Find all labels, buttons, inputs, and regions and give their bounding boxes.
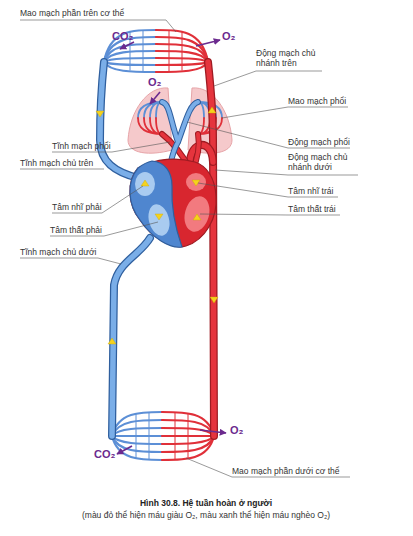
leader-line <box>198 183 338 197</box>
vessel-label: Động mạch chủ nhánh dưới <box>288 152 358 172</box>
vessel-label: Động mạch chủ nhánh trên <box>256 48 326 68</box>
flow-arrow <box>108 338 116 344</box>
flow-arrow <box>141 180 149 186</box>
heart-right-side <box>130 161 182 247</box>
flow-arrow <box>210 297 218 303</box>
capillary-mesh <box>136 413 149 459</box>
aorta-outline <box>208 62 214 436</box>
vessel-label: Tĩnh mạch phổi <box>52 141 111 151</box>
vessel-label: Tĩnh mạch chủ trên <box>20 158 93 168</box>
capillary-mesh <box>169 31 182 71</box>
capillary-vein <box>112 412 162 436</box>
gas-label: O₂ <box>222 30 235 43</box>
region-label: Mao mạch phần trên cơ thể <box>20 8 124 18</box>
vessel-label: Tĩnh mạch chủ dưới <box>20 247 96 257</box>
leader-line <box>215 170 358 175</box>
left-atrium <box>186 173 206 191</box>
capillary-vein <box>112 428 162 436</box>
vena-cava-outline <box>100 62 138 178</box>
flow-arrow <box>96 111 104 117</box>
region-label: Mao mạch phổi <box>288 96 346 106</box>
right-atrium <box>135 172 155 196</box>
heart <box>130 159 216 247</box>
chamber-label: Tâm thất phải <box>50 225 102 235</box>
gas-label: O₂ <box>148 76 161 89</box>
leader-line <box>52 186 143 213</box>
leader-line <box>186 458 350 477</box>
gas-label: CO₂ <box>94 448 115 461</box>
lung-capillary-vein <box>138 102 162 118</box>
caption-note: (màu đỏ thể hiện máu giàu O₂, màu xanh t… <box>82 510 330 520</box>
vena-cava-outline <box>112 238 150 436</box>
right-ventricle <box>145 202 173 238</box>
leader-line <box>20 258 121 264</box>
superior-vena-cava <box>100 62 138 178</box>
capillary-vein <box>112 436 162 460</box>
chamber-label: Tâm thất trái <box>288 204 336 214</box>
gas-label: CO₂ <box>112 30 133 43</box>
figure-caption: Hình 30.8. Hệ tuần hoàn ở người <box>140 498 272 508</box>
leader-line <box>20 169 104 170</box>
gas-arrow <box>117 446 132 454</box>
leader-line <box>52 142 170 152</box>
gas-arrow <box>200 430 226 433</box>
capillary-vein <box>112 435 162 437</box>
aorta <box>208 62 214 436</box>
lung-capillary-artery <box>138 118 162 134</box>
chamber-label: Tâm nhĩ phải <box>52 202 102 212</box>
capillary-vein <box>112 436 162 444</box>
gas-arrow <box>120 42 134 49</box>
gas-label: O₂ <box>230 424 243 437</box>
leader-line <box>222 107 348 118</box>
gas-arrow <box>196 40 220 46</box>
inferior-vena-cava <box>112 238 150 436</box>
capillary-mesh <box>175 413 188 459</box>
leader-line <box>50 222 158 236</box>
flow-arrow <box>208 107 216 113</box>
leader-line <box>200 214 340 215</box>
flow-arrow <box>155 214 163 220</box>
left-lung <box>128 88 172 153</box>
leader-line <box>187 122 350 148</box>
region-label: Mao mạch phần dưới cơ thể <box>232 466 340 476</box>
leader-line <box>214 71 322 86</box>
capillary-vein <box>112 420 162 436</box>
gas-arrow <box>150 92 160 104</box>
leader-line <box>20 20 176 32</box>
chamber-label: Tâm nhĩ trái <box>288 186 333 196</box>
vessel-label: Động mạch phổi <box>288 137 350 147</box>
flow-arrow <box>193 214 201 220</box>
